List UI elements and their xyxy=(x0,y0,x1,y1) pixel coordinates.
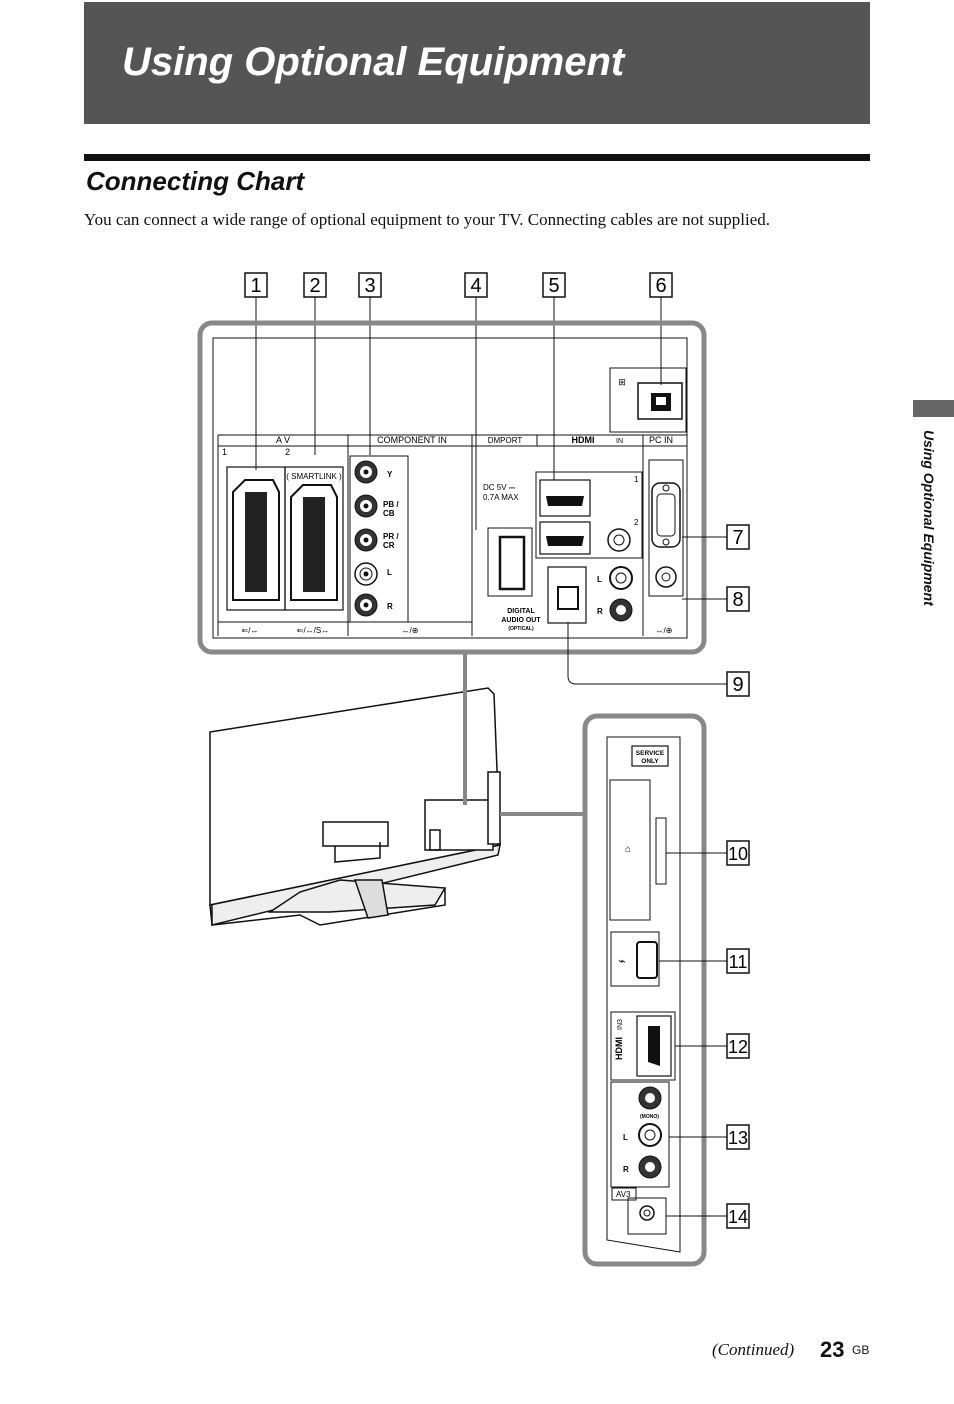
cam-slot xyxy=(609,779,651,921)
callout-7: 7 xyxy=(726,524,750,550)
callout-13: 13 xyxy=(726,1124,750,1150)
y-label: Y xyxy=(387,470,393,479)
page-title: Using Optional Equipment xyxy=(122,40,625,84)
usb-port xyxy=(636,941,658,979)
callout-9-label: 9 xyxy=(732,674,743,696)
av2-label: 2 xyxy=(285,447,290,457)
section-title: Connecting Chart xyxy=(86,166,305,196)
callout-8: 8 xyxy=(726,586,750,612)
pc-symbol: ↔/⊕ xyxy=(656,626,673,635)
dc-label: DC 5V ⎓ xyxy=(483,483,516,492)
side-panel-frame xyxy=(582,713,707,1267)
pr-label: PR / xyxy=(383,532,399,541)
callout-3-label: 3 xyxy=(364,275,375,297)
callout-10-label: 10 xyxy=(728,844,748,864)
av2-symbol: ⇐/↔/S↔ xyxy=(297,626,329,635)
callout-12-label: 12 xyxy=(728,1037,748,1057)
service-label-2: ONLY xyxy=(641,758,659,765)
dc-amp-label: 0.7A MAX xyxy=(483,493,519,502)
callout-6: 6 xyxy=(649,272,673,298)
callout-11-label: 11 xyxy=(729,952,748,972)
pb-label: PB / xyxy=(383,500,399,509)
scart-2 xyxy=(284,466,344,611)
hdmi2-num: 2 xyxy=(634,518,639,527)
page-suffix: GB xyxy=(852,1343,870,1357)
av3-l-label: L xyxy=(623,1133,628,1142)
callout-3: 3 xyxy=(358,272,382,298)
mono-label: (MONO) xyxy=(640,1114,659,1120)
cb-label: CB xyxy=(383,509,395,518)
continued-note: (Continued) xyxy=(712,1340,795,1359)
callout-6-label: 6 xyxy=(655,275,666,297)
smartlink-label: ( SMARTLINK ) xyxy=(286,472,342,481)
callout-7-label: 7 xyxy=(732,527,743,549)
out-r-label: R xyxy=(597,607,603,616)
hdmi-logo-label: HDMI xyxy=(572,435,595,445)
component-in-label: COMPONENT IN xyxy=(377,435,447,445)
callout-1: 1 xyxy=(244,272,268,298)
av1-symbol: ⇐/↔ xyxy=(242,626,259,635)
comp-r-label: R xyxy=(387,602,393,611)
hdmi3-label: IN3 xyxy=(617,1019,624,1030)
intro-text: You can connect a wide range of optional… xyxy=(84,210,770,229)
digital-label-2: AUDIO OUT xyxy=(501,617,541,624)
dmport-connector xyxy=(498,535,526,591)
av3-label: AV3 xyxy=(616,1190,631,1199)
component-group xyxy=(349,455,409,623)
rear-panel-frame xyxy=(197,320,707,655)
lan-port xyxy=(637,382,683,420)
side-tab-marker xyxy=(913,400,954,417)
hdmi-in-label: IN xyxy=(616,438,623,445)
callout-4-label: 4 xyxy=(470,275,481,297)
optical-port xyxy=(557,586,579,610)
digital-label-3: (OPTICAL) xyxy=(508,626,534,632)
av1-label: 1 xyxy=(222,447,227,457)
service-label-1: SERVICE xyxy=(636,750,665,757)
av3-r-label: R xyxy=(623,1165,629,1174)
av-label: A V xyxy=(276,435,290,445)
cr-label: CR xyxy=(383,541,395,550)
callout-2-label: 2 xyxy=(309,275,320,297)
tv-illustration xyxy=(209,687,501,926)
lan-icon: ⊞ xyxy=(618,377,626,387)
component-jacks xyxy=(354,460,378,617)
hdmi-3-port xyxy=(636,1015,672,1077)
callout-14: 14 xyxy=(726,1203,750,1229)
callout-1-label: 1 xyxy=(250,275,261,297)
callout-14-label: 14 xyxy=(728,1207,748,1227)
usb-icon: ⌁ xyxy=(618,954,625,968)
vga-port xyxy=(651,482,681,548)
service-only-box xyxy=(631,745,669,767)
callout-5: 5 xyxy=(542,272,566,298)
callout-13-label: 13 xyxy=(728,1128,748,1148)
out-l-label: L xyxy=(597,575,602,584)
callout-5-label: 5 xyxy=(548,275,559,297)
hdmi3-logo: HDMI xyxy=(614,1037,624,1060)
component-symbol: ↔/⊕ xyxy=(402,626,419,635)
callout-11: 11 xyxy=(726,948,750,974)
callout-10: 10 xyxy=(726,840,750,866)
callout-12: 12 xyxy=(726,1033,750,1059)
callout-8-label: 8 xyxy=(732,589,743,611)
hdmi-2-port xyxy=(539,521,591,555)
callout-2: 2 xyxy=(303,272,327,298)
hdmi-1-port xyxy=(539,479,591,517)
pc-in-label: PC IN xyxy=(649,435,673,445)
digital-label-1: DIGITAL xyxy=(507,608,535,615)
hdmi1-num: 1 xyxy=(634,475,639,484)
cam-icon: ⌂ xyxy=(625,844,631,855)
page-number: 23 xyxy=(820,1337,845,1362)
callout-4: 4 xyxy=(464,272,488,298)
title-band: Using Optional Equipment xyxy=(84,2,870,124)
rear-panel-inner xyxy=(212,337,688,639)
section-rule xyxy=(84,154,870,161)
dmport-label: DMPORT xyxy=(488,436,523,445)
callout-9: 9 xyxy=(726,671,750,697)
comp-l-label: L xyxy=(387,568,392,577)
